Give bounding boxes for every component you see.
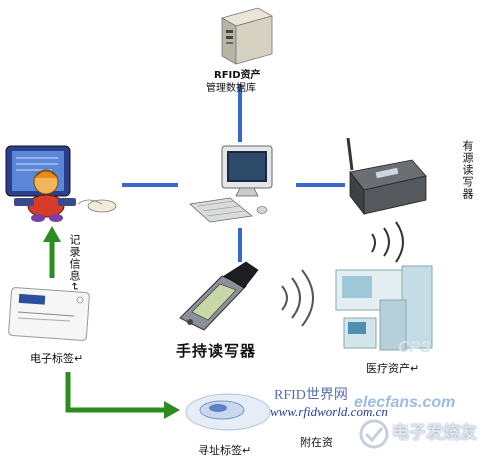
tag-to-address-arrow-shaft — [65, 372, 166, 413]
handheld-reader-label: 手持读写器 — [176, 342, 257, 360]
tag-to-address-arrowhead — [164, 401, 180, 419]
server-label-line2: 管理数据库 — [206, 83, 256, 94]
watermark-url: www.rfidworld.com.cn — [270, 404, 388, 419]
svg-text:CPS: CPS — [398, 339, 431, 356]
watermark-corner-brand: 电子发烧友 — [392, 423, 477, 442]
attach-label: 附在资 — [300, 436, 333, 449]
server-label-line1: RFID资产 — [214, 70, 261, 81]
watermark-site-name: RFID世界网 — [274, 388, 348, 403]
tag-to-staff-arrowhead — [43, 226, 61, 242]
record-info-label: 记录信息↵ — [68, 234, 81, 293]
e-tag-label: 电子标签↵ — [30, 352, 84, 365]
address-tag-label: 寻址标签↵ — [198, 444, 252, 457]
watermark-elecfans: elecfans.com — [354, 394, 456, 411]
medical-asset-label: 医疗资产↵ — [366, 362, 420, 375]
active-reader-label: 有源读写器 — [461, 140, 474, 200]
